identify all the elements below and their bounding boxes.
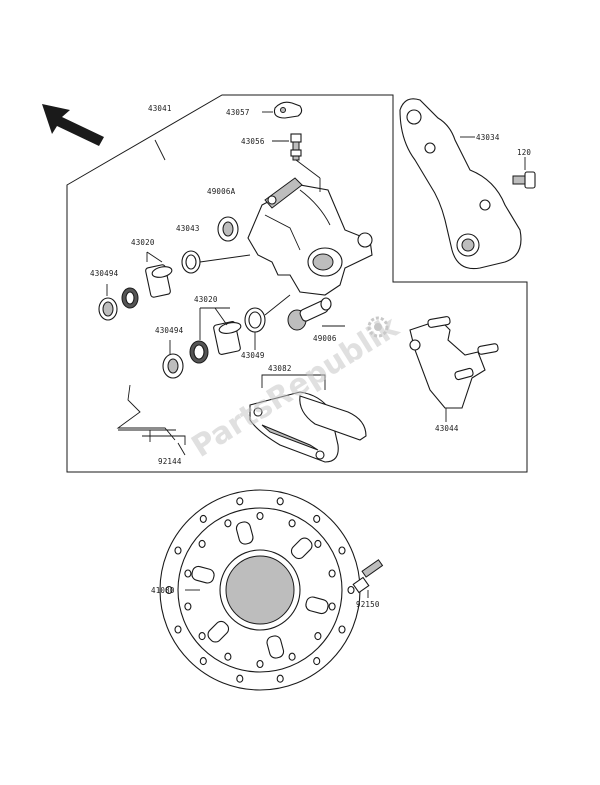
pad-spring: [116, 384, 186, 445]
disc-drill-hole: [328, 569, 336, 578]
disc-drill-hole: [338, 546, 346, 555]
watermark-gear-icon: [367, 316, 389, 338]
disc-drill-hole: [288, 652, 296, 661]
disc-drill-hole: [184, 602, 192, 611]
bracket-bolt: [512, 171, 536, 189]
disc-lightening-slot: [266, 635, 285, 659]
label-92144: 92144: [158, 457, 182, 466]
disc-drill-hole: [347, 585, 355, 595]
disc-drill-hole: [199, 514, 207, 523]
label-430494-b: 430494: [155, 326, 184, 335]
disc-drill-hole: [199, 657, 207, 666]
disc-drill-hole: [236, 674, 244, 683]
disc-bolt: [352, 559, 384, 594]
label-92150: 92150: [356, 600, 380, 609]
disc-lightening-slot: [207, 620, 230, 643]
slide-pin: [287, 297, 332, 331]
caliper-assembly-frame: [66, 94, 528, 473]
disc-drill-hole: [256, 511, 264, 521]
disc-drill-hole: [288, 519, 296, 528]
disc-drill-hole: [338, 625, 346, 634]
piston-ring-upper: [98, 297, 118, 321]
disc-drill-hole: [224, 652, 232, 661]
disc-drill-hole: [174, 625, 182, 634]
label-120: 120: [517, 148, 531, 157]
caliper-seal-ring: [244, 307, 266, 333]
brake-pad-set: [249, 391, 367, 463]
disc-drill-hole: [198, 539, 206, 548]
label-43041: 43041: [148, 104, 172, 113]
label-43034: 43034: [476, 133, 500, 142]
piston-upper: [145, 264, 173, 298]
disc-drill-hole: [256, 659, 264, 669]
disc-drill-hole: [314, 539, 322, 548]
label-43044: 43044: [435, 424, 459, 433]
label-43043: 43043: [176, 224, 200, 233]
disc-drill-hole: [165, 585, 173, 595]
label-49006: 49006: [313, 334, 337, 343]
disc-drill-hole: [184, 569, 192, 578]
label-430494-a: 430494: [90, 269, 119, 278]
bleed-screw: [290, 133, 302, 161]
disc-drill-hole: [328, 602, 336, 611]
disc-drill-hole: [198, 632, 206, 641]
disc-lightening-slot: [305, 596, 329, 615]
disc-drill-hole: [174, 546, 182, 555]
label-43082: 43082: [268, 364, 292, 373]
caliper-bracket: [399, 98, 522, 270]
disc-drill-hole: [236, 497, 244, 506]
disc-lightening-slot: [290, 537, 313, 560]
label-43057: 43057: [226, 108, 250, 117]
disc-drill-hole: [276, 497, 284, 506]
piston-seal-upper: [181, 250, 201, 274]
label-43056: 43056: [241, 137, 265, 146]
disc-lightening-slot: [191, 565, 215, 584]
disc-drill-hole: [313, 657, 321, 666]
label-43020-a: 43020: [131, 238, 155, 247]
disc-drill-hole: [224, 519, 232, 528]
dust-seal-lower: [189, 340, 209, 364]
label-43049: 43049: [241, 351, 265, 360]
caliper-boot-seal: [217, 216, 239, 242]
piston-ring-lower: [162, 353, 184, 379]
bleed-valve-cap: [273, 101, 303, 119]
dust-seal-upper: [121, 287, 139, 309]
disc-drill-hole: [313, 514, 321, 523]
disc-drill-hole: [276, 674, 284, 683]
disc-drill-hole: [314, 632, 322, 641]
label-43020-b: 43020: [194, 295, 218, 304]
disc-lightening-slot: [235, 521, 254, 545]
label-41080: 41080: [151, 586, 175, 595]
direction-arrow-icon: [42, 104, 104, 146]
label-49006A: 49006A: [207, 187, 236, 196]
piston-lower: [213, 321, 242, 355]
caliper-mount-bracket: [409, 316, 499, 409]
caliper-body: [247, 177, 373, 296]
